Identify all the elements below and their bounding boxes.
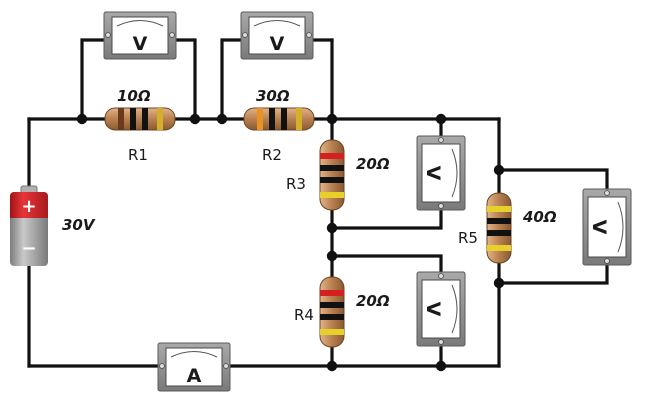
battery-voltage-label: 30V bbox=[62, 216, 96, 234]
junction-dots bbox=[76, 113, 505, 372]
voltmeter-r3: V bbox=[416, 135, 466, 211]
battery-plus-sign: + bbox=[21, 196, 36, 217]
wires bbox=[27, 38, 609, 368]
junction-dot bbox=[326, 360, 338, 372]
voltmeter-r1: V bbox=[103, 11, 177, 60]
resistor-r3 bbox=[319, 139, 345, 211]
junction-dot bbox=[189, 113, 201, 125]
junction-dot bbox=[435, 113, 447, 125]
r4-value-label: 20Ω bbox=[356, 292, 390, 310]
battery-negative-half bbox=[10, 222, 48, 266]
junction-dot bbox=[493, 164, 505, 176]
voltmeter-r1-letter: V bbox=[133, 33, 148, 55]
r4-name-label: R4 bbox=[294, 306, 314, 324]
junction-dot bbox=[326, 222, 338, 234]
r5-name-label: R5 bbox=[458, 229, 478, 247]
voltmeter-r4-letter: V bbox=[422, 302, 444, 317]
junction-dot bbox=[76, 113, 88, 125]
r1-name-label: R1 bbox=[128, 146, 148, 164]
r5-value-label: 40Ω bbox=[522, 208, 557, 226]
battery-minus-sign: − bbox=[21, 238, 36, 259]
battery: + − bbox=[10, 185, 48, 266]
junction-dot bbox=[326, 250, 338, 262]
voltmeter-r2-letter: V bbox=[270, 33, 285, 55]
resistor-r2 bbox=[243, 107, 315, 131]
resistor-r5 bbox=[486, 192, 512, 264]
r2-name-label: R2 bbox=[262, 146, 282, 164]
junction-dot bbox=[435, 360, 447, 372]
r3-name-label: R3 bbox=[286, 175, 306, 193]
r2-value-label: 30Ω bbox=[256, 87, 290, 105]
junction-dot bbox=[326, 113, 338, 125]
junction-dot bbox=[493, 277, 505, 289]
junction-dot bbox=[216, 113, 228, 125]
resistor-r4 bbox=[319, 276, 345, 348]
battery-positive-half bbox=[10, 192, 48, 222]
resistor-r1 bbox=[104, 107, 176, 131]
voltmeter-r5: V bbox=[582, 188, 632, 266]
voltmeter-r5-letter: V bbox=[588, 220, 610, 235]
voltmeter-r2: V bbox=[240, 11, 314, 60]
ammeter: A bbox=[157, 342, 231, 392]
voltmeter-r4: V bbox=[416, 271, 466, 347]
ammeter-letter: A bbox=[187, 365, 202, 387]
r1-value-label: 10Ω bbox=[117, 87, 151, 105]
r3-value-label: 20Ω bbox=[356, 155, 390, 173]
voltmeter-r3-letter: V bbox=[422, 166, 444, 181]
